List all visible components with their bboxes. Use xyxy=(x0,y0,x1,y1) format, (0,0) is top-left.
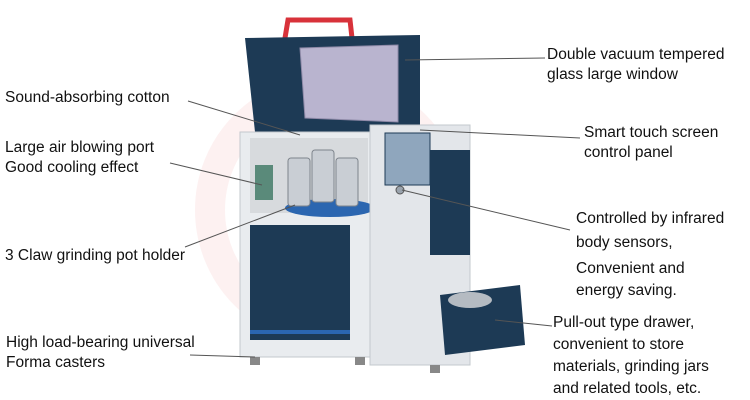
label-air-port: Large air blowing port Good cooling effe… xyxy=(5,138,154,178)
label-line: Double vacuum tempered xyxy=(547,46,725,63)
grinding-jars xyxy=(287,149,359,207)
label-line: glass large window xyxy=(547,66,678,83)
label-line: energy saving. xyxy=(576,282,677,299)
label-line: Smart touch screen xyxy=(584,124,719,141)
label-line: Good cooling effect xyxy=(5,159,139,176)
leader-lines xyxy=(169,57,581,358)
label-line: convenient to store xyxy=(553,336,684,353)
label-glass-window: Double vacuum tempered glass large windo… xyxy=(547,45,725,85)
drawer-jar xyxy=(448,292,492,308)
casters xyxy=(250,357,440,373)
label-infrared-sensor: Controlled by infrared body sensors, Con… xyxy=(576,207,724,301)
label-line: Forma casters xyxy=(6,354,106,371)
label-line: control panel xyxy=(584,144,673,161)
label-line: Convenient and xyxy=(576,260,685,277)
label-casters: High load-bearing universal Forma caster… xyxy=(6,333,195,373)
label-drawer: Pull-out type drawer, convenient to stor… xyxy=(553,312,709,400)
label-line: High load-bearing universal xyxy=(6,334,195,351)
touch-screen-panel xyxy=(384,132,431,186)
label-pot-holder: 3 Claw grinding pot holder xyxy=(5,246,185,266)
label-line: and related tools, etc. xyxy=(553,380,702,397)
lower-cabinet-panel xyxy=(250,225,350,340)
label-line: materials, grinding jars xyxy=(553,358,709,375)
side-panel xyxy=(430,150,470,255)
lid-handle xyxy=(282,17,355,39)
label-line: 3 Claw grinding pot holder xyxy=(5,247,186,264)
label-sound-cotton: Sound-absorbing cotton xyxy=(5,88,170,108)
glass-window xyxy=(299,44,399,123)
label-line: Sound-absorbing cotton xyxy=(5,89,170,106)
air-port xyxy=(255,165,273,200)
label-line: Pull-out type drawer, xyxy=(553,314,695,331)
label-line: body sensors, xyxy=(576,234,673,251)
label-line: Controlled by infrared xyxy=(576,210,725,227)
label-line: Large air blowing port xyxy=(5,139,155,156)
label-control-panel: Smart touch screen control panel xyxy=(584,123,718,163)
